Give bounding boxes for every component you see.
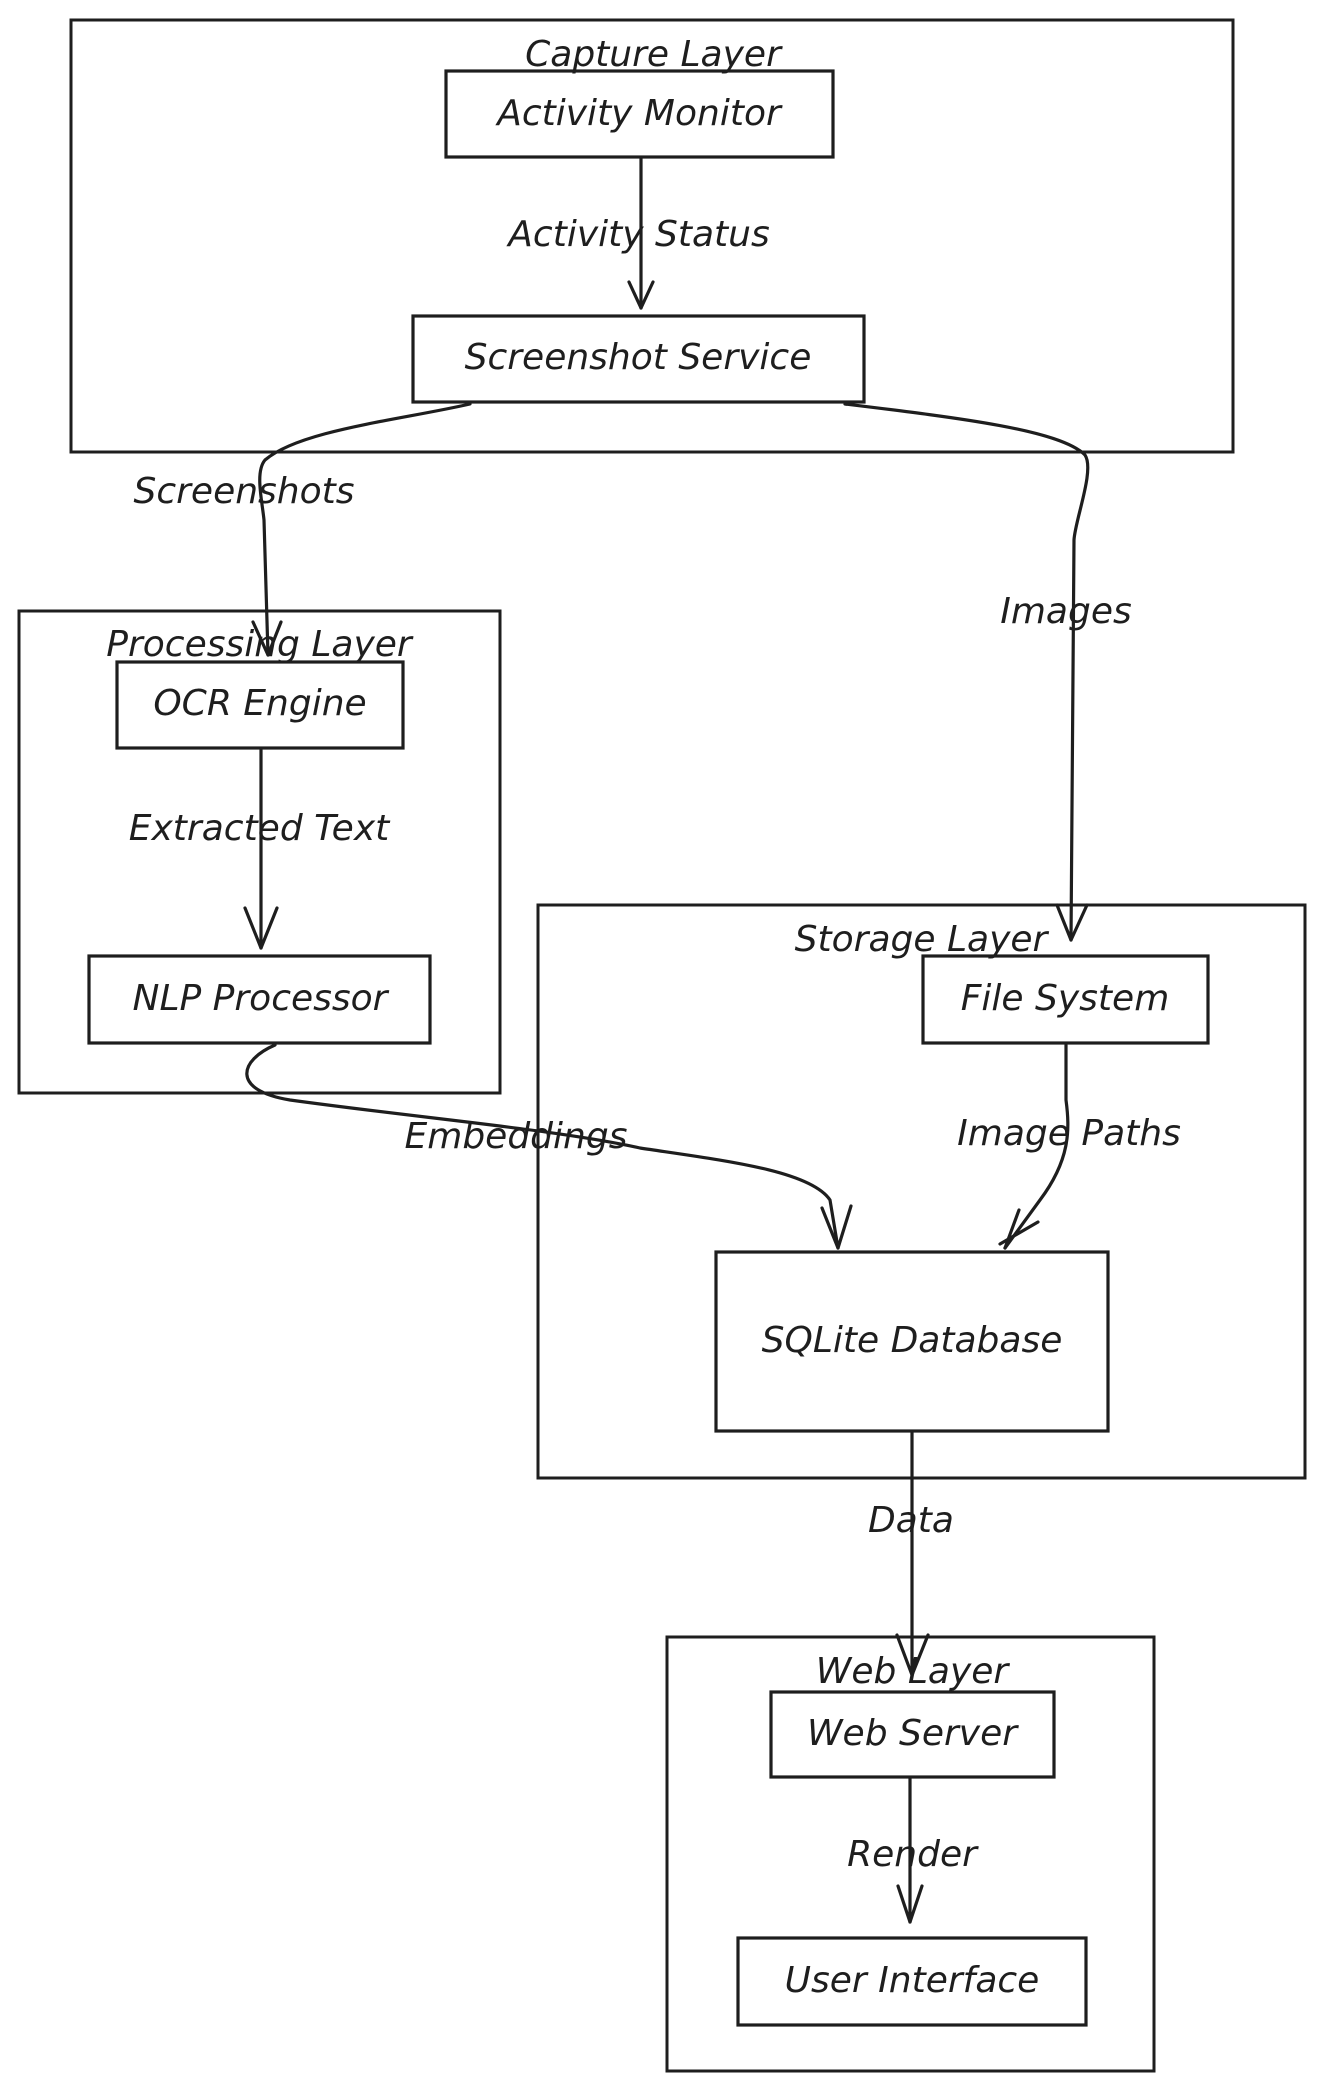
node-label: Web Server <box>807 1713 1019 1754</box>
storage-layer-group <box>536 903 1307 1480</box>
web-layer-label: Web Layer <box>816 1651 1011 1692</box>
edge-label-images: Images <box>1000 591 1132 632</box>
node-file-system[interactable]: File System <box>921 954 1210 1045</box>
edge-image-paths <box>998 1043 1070 1250</box>
capture-layer-label: Capture Layer <box>525 34 783 75</box>
edge-label-extracted-text: Extracted Text <box>129 808 391 849</box>
node-label: File System <box>961 978 1170 1019</box>
edge-extracted-text <box>243 748 279 950</box>
node-label: NLP Processor <box>133 978 390 1019</box>
processing-layer-group <box>17 609 502 1095</box>
edge-label-render: Render <box>847 1834 979 1875</box>
edge-screenshots <box>251 402 472 657</box>
edge-render <box>896 1776 924 1924</box>
node-label: User Interface <box>785 1960 1040 2001</box>
edge-activity-status <box>627 156 655 310</box>
node-user-interface[interactable]: User Interface <box>736 1936 1088 2027</box>
node-screenshot-service[interactable]: Screenshot Service <box>411 314 866 404</box>
edge-label-activity-status: Activity Status <box>506 214 769 255</box>
edge-label-data: Data <box>868 1500 954 1541</box>
node-ocr-engine[interactable]: OCR Engine <box>115 660 405 750</box>
processing-layer-label: Processing Layer <box>106 624 414 665</box>
node-label: OCR Engine <box>153 683 366 724</box>
edge-data <box>895 1430 930 1677</box>
node-label: Activity Monitor <box>495 93 783 134</box>
node-label: SQLite Database <box>762 1320 1063 1361</box>
edge-embeddings <box>245 1043 853 1250</box>
node-activity-monitor[interactable]: Activity Monitor <box>444 69 835 159</box>
storage-layer-label: Storage Layer <box>795 919 1050 960</box>
node-web-server[interactable]: Web Server <box>769 1690 1056 1779</box>
edge-label-embeddings: Embeddings <box>405 1116 628 1157</box>
node-nlp-processor[interactable]: NLP Processor <box>87 954 432 1045</box>
edge-label-image-paths: Image Paths <box>957 1113 1181 1154</box>
edge-images <box>843 402 1090 942</box>
node-label: Screenshot Service <box>465 337 812 378</box>
edge-label-screenshots: Screenshots <box>133 471 354 512</box>
capture-layer-group <box>69 18 1235 454</box>
node-sqlite-database[interactable]: SQLite Database <box>714 1250 1110 1433</box>
